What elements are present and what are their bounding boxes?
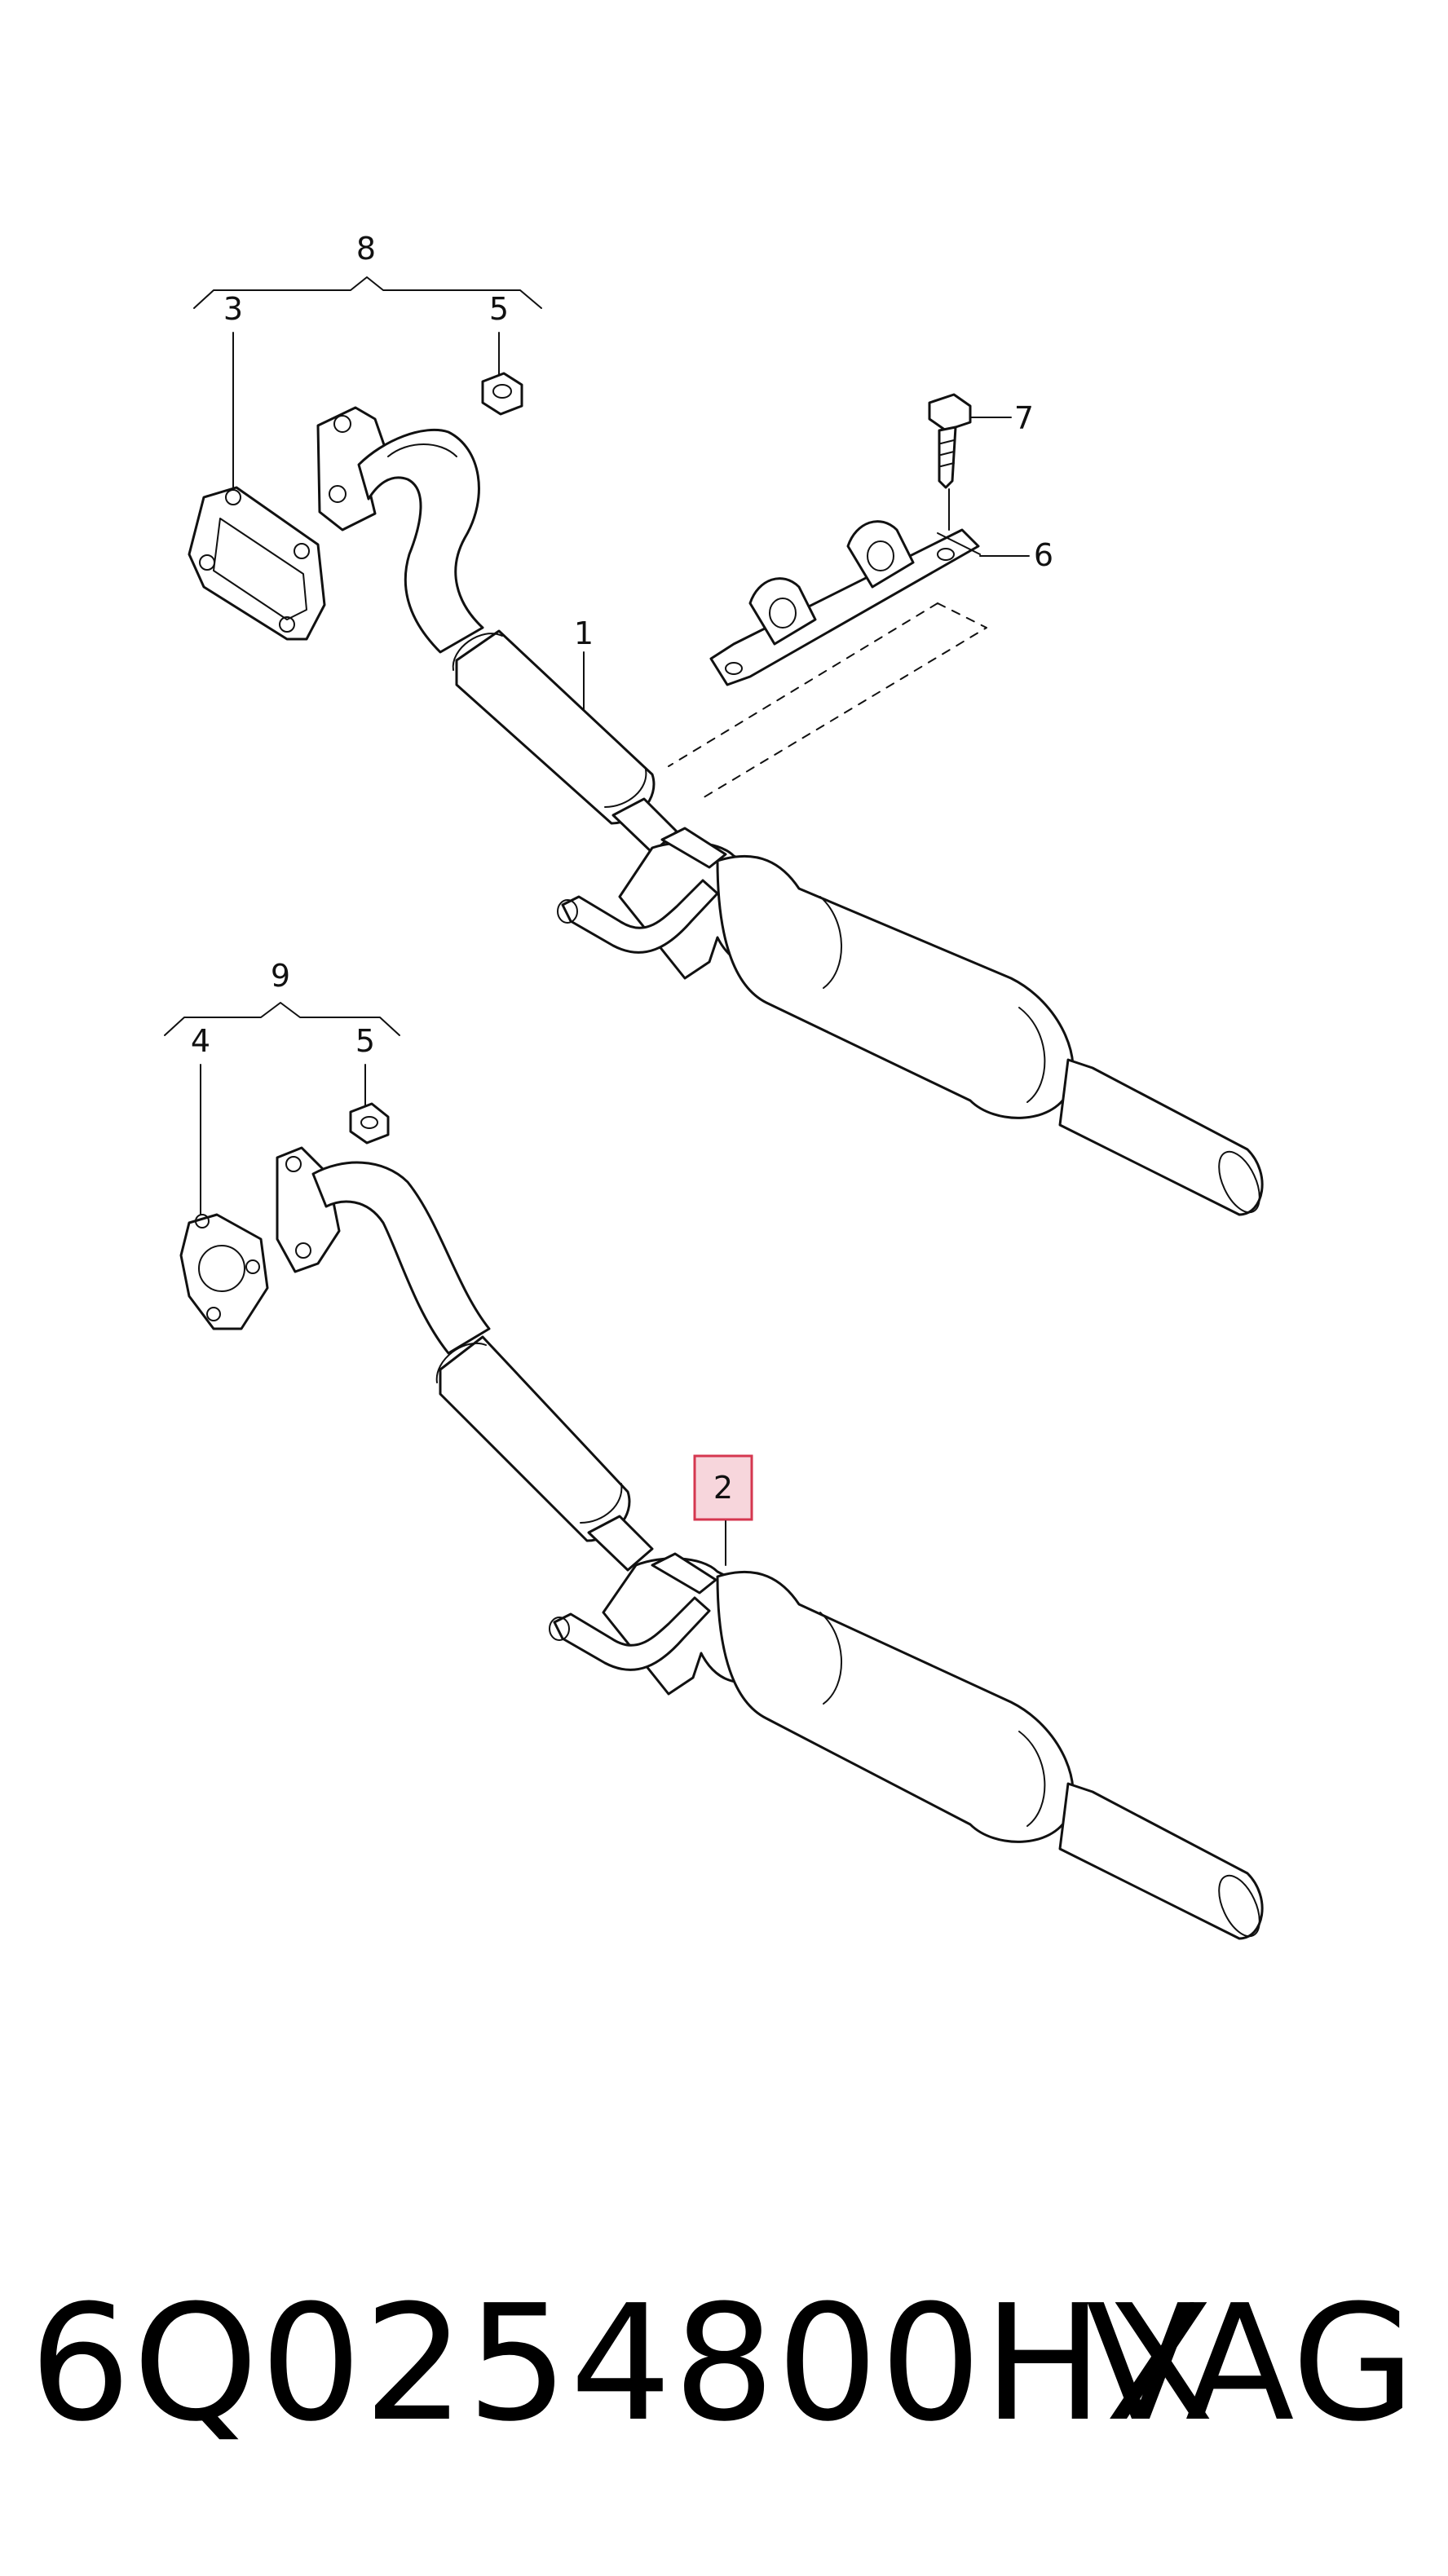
callout-6: 6 <box>1034 537 1053 573</box>
gasket-3 <box>188 486 326 641</box>
callout-5-upper: 5 <box>489 291 509 327</box>
callout-3: 3 <box>223 291 243 327</box>
front-pipe-1: 1 <box>316 406 678 854</box>
callout-4: 4 <box>191 1023 210 1059</box>
callout-2-highlight: 2 <box>693 1454 753 1566</box>
heat-shield-6: 6 <box>668 520 1053 800</box>
brand-name: VAG <box>1085 2271 1415 2457</box>
callout-2: 2 <box>713 1470 733 1506</box>
catalytic-converter-lower <box>549 1552 1264 1940</box>
part-number: 6Q0254800HX <box>29 2271 1216 2457</box>
bolt-7: 7 <box>928 393 1034 531</box>
upper-assembly: 8 3 5 <box>188 231 1264 1216</box>
bracket-9: 9 4 5 <box>164 958 400 1215</box>
callout-5-lower: 5 <box>355 1023 375 1059</box>
callout-9: 9 <box>271 958 290 994</box>
nut-5-lower <box>349 1102 390 1145</box>
gasket-4 <box>179 1213 269 1330</box>
exhaust-parts-diagram: 8 3 5 <box>164 231 1264 1940</box>
callout-7: 7 <box>1014 400 1034 436</box>
callout-8: 8 <box>356 231 376 267</box>
bracket-8: 8 3 5 <box>193 231 542 488</box>
front-pipe-lower <box>276 1146 654 1572</box>
lower-assembly: 9 4 5 <box>164 958 1264 1940</box>
footer: 6Q0254800HX VAG <box>0 2283 1448 2446</box>
catalytic-converter-upper <box>557 827 1264 1216</box>
callout-1: 1 <box>574 615 594 651</box>
nut-5-upper <box>481 372 523 416</box>
